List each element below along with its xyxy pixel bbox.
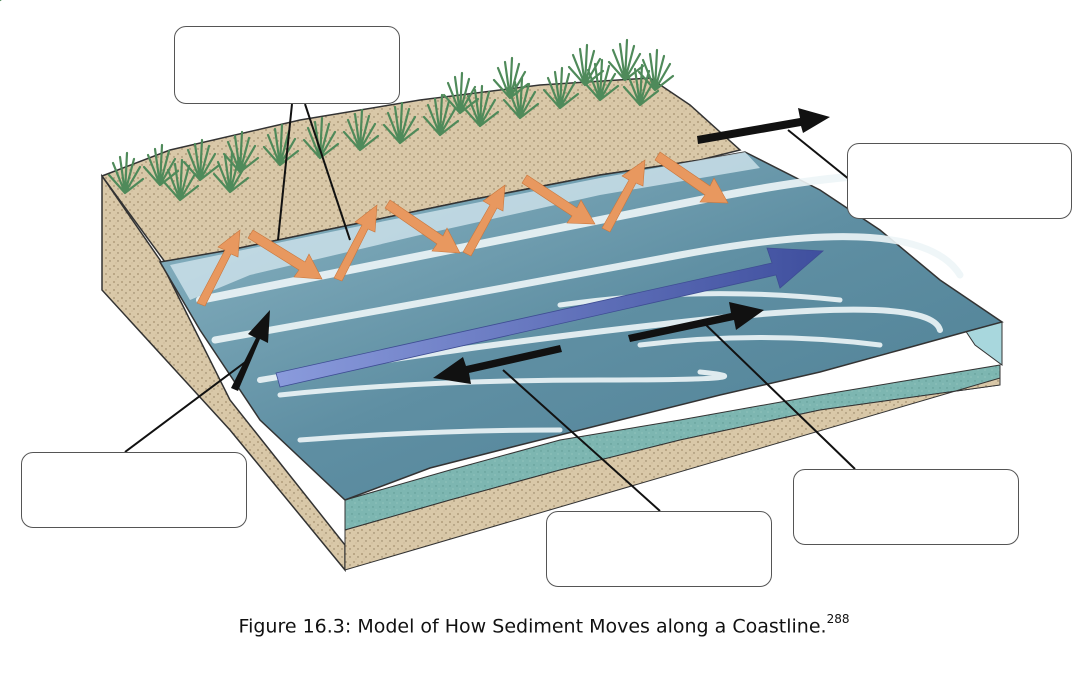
label-box-left[interactable]	[21, 452, 247, 528]
right-current-arrow	[628, 302, 764, 342]
left-current-arrow	[433, 345, 562, 384]
wave-approach-arrow	[231, 310, 270, 391]
coastline-block-diagram	[0, 0, 1004, 573]
caption-text: Figure 16.3: Model of How Sediment Moves…	[238, 615, 827, 638]
label-box-top-right[interactable]	[847, 143, 1072, 219]
leader-lines	[124, 103, 856, 512]
swash-arrow-2	[333, 204, 378, 282]
swash-backwash-arrows	[196, 151, 729, 307]
label-box-top-left[interactable]	[174, 26, 400, 104]
figure-caption: Figure 16.3: Model of How Sediment Moves…	[0, 612, 1088, 638]
leader-top-right	[787, 129, 851, 181]
swash-zone	[170, 152, 760, 300]
backwash-arrow-4	[654, 151, 729, 204]
leader-top-left-b	[304, 103, 351, 241]
label-box-right[interactable]	[793, 469, 1019, 545]
swash-arrow-4	[601, 159, 646, 233]
leader-top-left-a	[277, 103, 293, 241]
backwash-arrow-1	[247, 229, 323, 280]
leader-mid-bottom	[502, 369, 661, 512]
label-box-mid-bottom[interactable]	[546, 511, 772, 587]
backwash-arrow-3	[521, 174, 596, 225]
leader-right	[702, 321, 856, 470]
longshore-current-arrow	[275, 247, 825, 388]
pointer-arrows	[231, 108, 830, 391]
sand-base-strip	[344, 377, 1001, 571]
swash-arrow-3	[462, 184, 506, 257]
upper-drift-arrow	[697, 108, 830, 144]
leader-left	[124, 359, 249, 453]
swash-arrow-1	[196, 229, 241, 307]
caption-reference-number: 288	[826, 612, 850, 626]
backwash-arrow-2	[384, 199, 461, 254]
